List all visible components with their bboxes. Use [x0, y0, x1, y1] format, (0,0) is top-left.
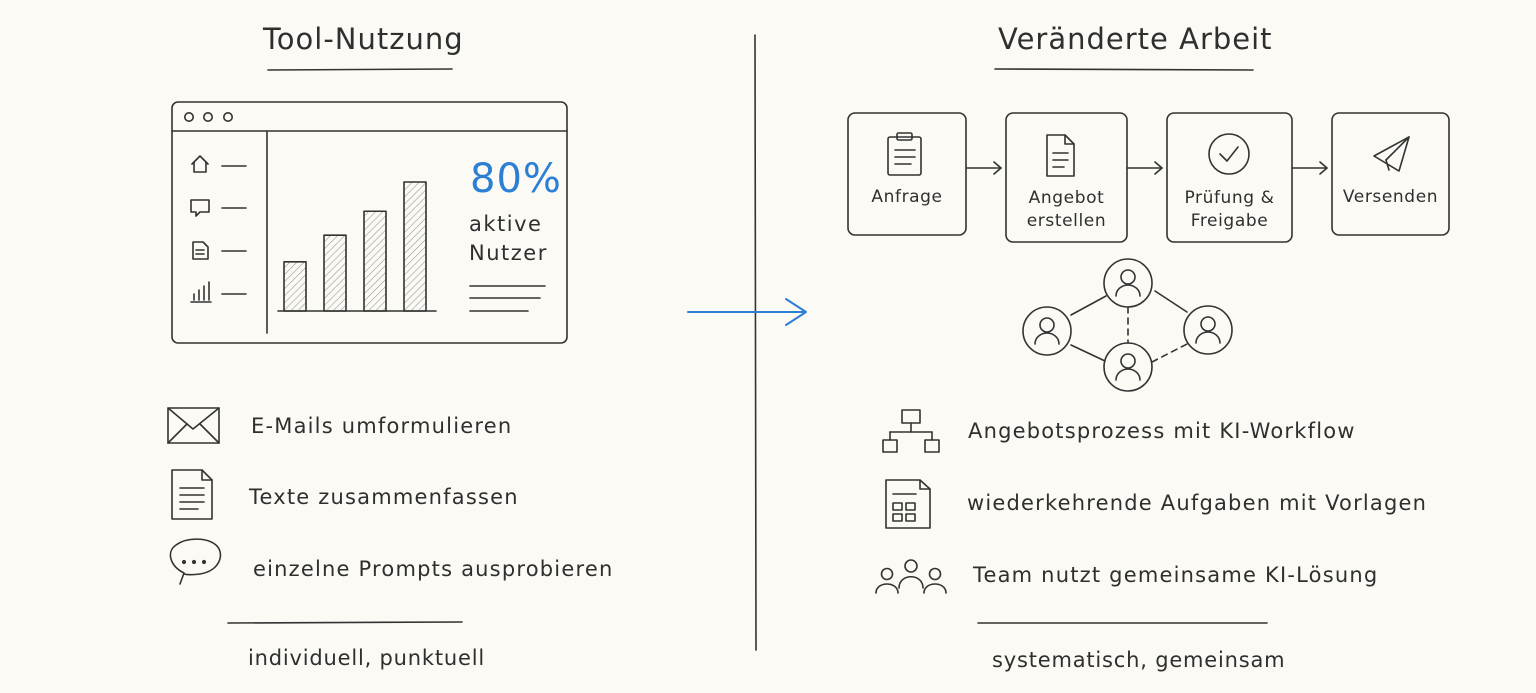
dashboard-bar — [283, 260, 307, 312]
right-heading: Veränderte Arbeit — [998, 22, 1273, 56]
document-icon — [1046, 134, 1075, 177]
right-item-label: Team nutzt gemeinsame KI-Lösung — [973, 563, 1379, 587]
right-summary: systematisch, gemeinsam — [992, 648, 1286, 672]
step-label-angebot: Angebot erstellen — [1026, 188, 1107, 231]
speech-bubble-icon — [169, 538, 222, 585]
person-node-icon — [1103, 258, 1153, 308]
envelope-icon — [167, 407, 220, 444]
left-item-label: einzelne Prompts ausprobieren — [253, 557, 614, 581]
step-label-pruefung: Prüfung & Freigabe — [1184, 188, 1275, 231]
step-arrow-icon — [965, 161, 1002, 175]
process-step-box-4 — [1331, 112, 1450, 236]
dashboard-bars — [283, 181, 427, 312]
step-arrow-icon — [1291, 161, 1328, 175]
document-icon — [171, 469, 213, 520]
left-item-label: E-Mails umformulieren — [251, 414, 513, 438]
dashboard-bar — [363, 210, 387, 312]
left-heading: Tool-Nutzung — [263, 22, 464, 56]
home-icon — [191, 155, 247, 173]
bar-chart-icon — [190, 281, 247, 303]
center-divider — [754, 34, 757, 651]
stat-text-lines — [469, 285, 546, 312]
left-summary: individuell, punktuell — [248, 646, 485, 670]
person-node-icon — [1183, 305, 1233, 355]
person-node-icon — [1022, 306, 1072, 356]
stat-value: 80% — [470, 156, 562, 202]
file-icon — [192, 241, 247, 260]
step-label-versenden: Versenden — [1342, 187, 1439, 207]
chat-icon — [190, 199, 247, 217]
dashboard-bar — [323, 234, 347, 312]
process-step-box-2 — [1005, 112, 1128, 243]
person-node-icon — [1103, 342, 1153, 392]
send-icon — [1373, 136, 1410, 172]
team-icon — [875, 559, 947, 594]
stat-label: aktive Nutzer — [469, 212, 548, 265]
dashboard-window — [171, 101, 568, 344]
right-item-label: Angebotsprozess mit KI-Workflow — [968, 419, 1356, 443]
right-heading-underline — [994, 68, 1254, 71]
template-icon — [885, 479, 931, 529]
transition-arrow-icon — [687, 298, 807, 326]
step-label-anfrage: Anfrage — [871, 187, 943, 207]
process-step-box-1 — [847, 112, 967, 236]
left-item-label: Texte zusammenfassen — [249, 485, 519, 509]
process-step-box-3 — [1166, 112, 1293, 243]
org-chart-icon — [882, 409, 940, 453]
team-network — [1070, 290, 1188, 363]
dashboard-bar — [403, 181, 427, 312]
right-item-label: wiederkehrende Aufgaben mit Vorlagen — [967, 491, 1428, 515]
checkmark-icon — [1208, 133, 1250, 175]
left-summary-rule — [227, 621, 463, 624]
left-heading-underline — [267, 68, 453, 71]
clipboard-icon — [887, 132, 922, 176]
step-arrow-icon — [1126, 161, 1163, 175]
